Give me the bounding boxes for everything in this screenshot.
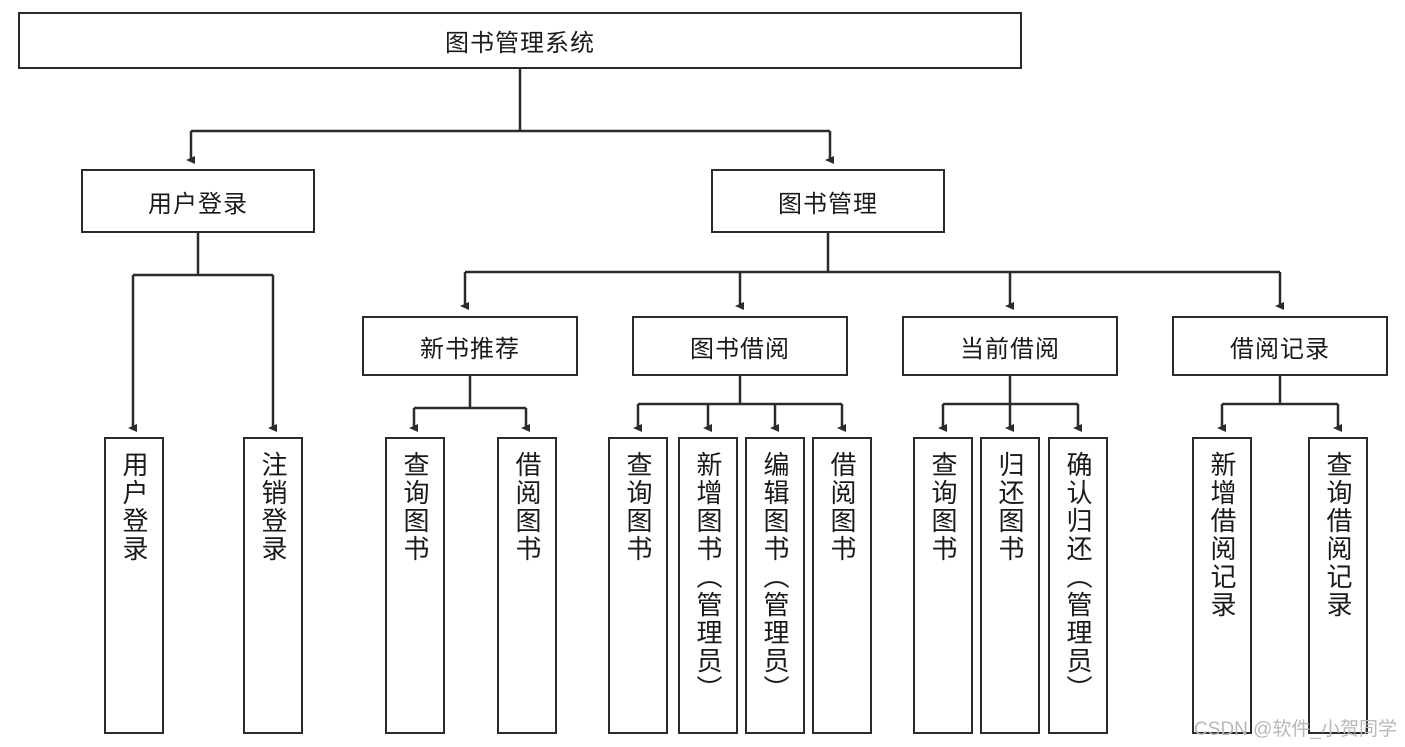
leaf-label: 借阅图书 — [512, 451, 543, 563]
leaf-label: 查询借阅记录 — [1323, 451, 1354, 619]
leaf-label: 归还图书 — [995, 451, 1026, 563]
leaf-current-borrow-confirm-return[interactable]: 确认归还（管理员） — [1048, 437, 1108, 734]
leaf-label: 确认归还（管理员） — [1063, 451, 1094, 703]
node-book-management-label: 图书管理 — [778, 190, 878, 218]
leaf-new-book-query[interactable]: 查询图书 — [385, 437, 445, 734]
node-book-management[interactable]: 图书管理 — [711, 169, 945, 233]
leaf-borrow-record-add[interactable]: 新增借阅记录 — [1192, 437, 1252, 734]
node-root-label: 图书管理系统 — [445, 30, 595, 57]
node-user-login[interactable]: 用户登录 — [81, 169, 315, 233]
node-current-borrow[interactable]: 当前借阅 — [902, 316, 1118, 376]
leaf-label: 新增借阅记录 — [1207, 451, 1238, 619]
node-root[interactable]: 图书管理系统 — [18, 12, 1022, 69]
node-borrow-record[interactable]: 借阅记录 — [1172, 316, 1388, 376]
leaf-new-book-borrow[interactable]: 借阅图书 — [497, 437, 557, 734]
leaf-label: 查询图书 — [623, 451, 654, 563]
node-current-borrow-label: 当前借阅 — [960, 335, 1060, 363]
leaf-borrow-record-query[interactable]: 查询借阅记录 — [1308, 437, 1368, 734]
node-new-book-recommend-label: 新书推荐 — [420, 335, 520, 363]
leaf-book-borrow-add[interactable]: 新增图书（管理员） — [678, 437, 738, 734]
leaf-user-login-signin[interactable]: 用户登录 — [104, 437, 164, 734]
node-book-borrow-label: 图书借阅 — [690, 335, 790, 363]
node-new-book-recommend[interactable]: 新书推荐 — [362, 316, 578, 376]
leaf-current-borrow-query[interactable]: 查询图书 — [913, 437, 973, 734]
node-book-borrow[interactable]: 图书借阅 — [632, 316, 848, 376]
leaf-label: 注销登录 — [258, 451, 289, 563]
leaf-book-borrow-query[interactable]: 查询图书 — [608, 437, 668, 734]
leaf-current-borrow-return[interactable]: 归还图书 — [980, 437, 1040, 734]
watermark: CSDN @软件_小贺同学 — [1194, 719, 1397, 740]
leaf-label: 编辑图书（管理员） — [760, 451, 791, 703]
leaf-label: 查询图书 — [400, 451, 431, 563]
leaf-label: 查询图书 — [928, 451, 959, 563]
node-user-login-label: 用户登录 — [148, 190, 248, 218]
node-borrow-record-label: 借阅记录 — [1230, 335, 1330, 363]
leaf-book-borrow-lend[interactable]: 借阅图书 — [812, 437, 872, 734]
leaf-label: 借阅图书 — [827, 451, 858, 563]
leaf-label: 新增图书（管理员） — [693, 451, 724, 703]
leaf-book-borrow-edit[interactable]: 编辑图书（管理员） — [745, 437, 805, 734]
leaf-label: 用户登录 — [119, 451, 150, 563]
leaf-user-login-signout[interactable]: 注销登录 — [243, 437, 303, 734]
